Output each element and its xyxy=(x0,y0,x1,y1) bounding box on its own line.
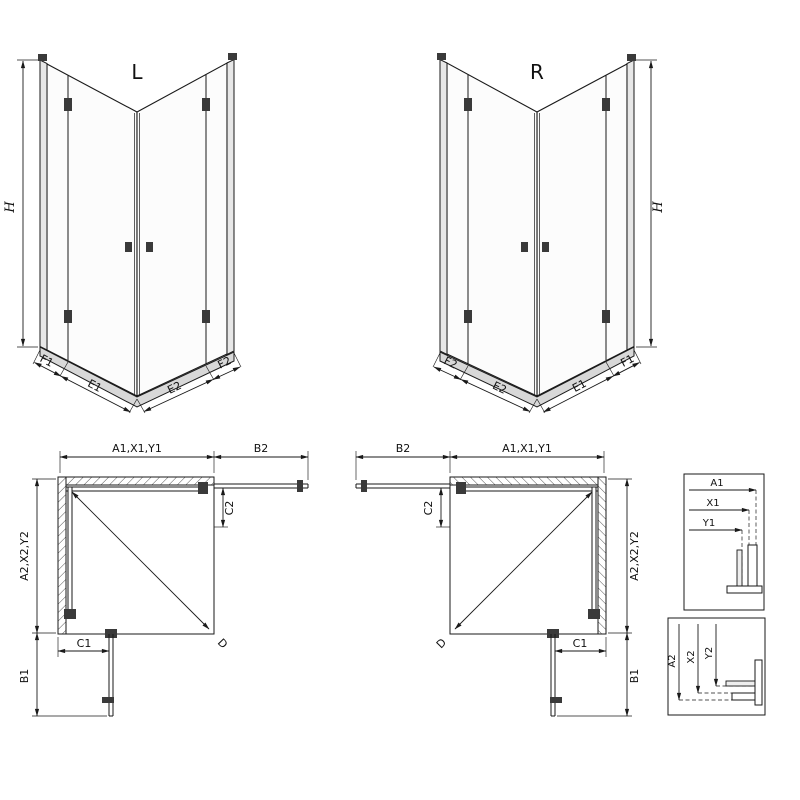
dim-label-h-right: H xyxy=(651,201,666,214)
door-handle-icon xyxy=(125,242,132,252)
wall-section-top xyxy=(57,476,215,486)
detail-frame xyxy=(667,617,766,716)
detail-label-a2: A2 xyxy=(667,654,678,667)
glass-section xyxy=(736,549,743,591)
view-label-left: L xyxy=(131,60,143,84)
hinge-icon xyxy=(198,482,208,494)
shower-tray xyxy=(39,346,235,408)
dim-label-a2-plan-left: A2,X2,Y2 xyxy=(18,531,31,581)
dim-label-f2-right: F2 xyxy=(442,354,460,372)
extension-line xyxy=(32,349,41,365)
dimension-line-f2 xyxy=(212,366,241,380)
dim-label-h-left: H xyxy=(3,201,18,214)
glass-plan-side xyxy=(67,486,73,616)
dimension-line-d xyxy=(71,491,210,630)
hinge-icon xyxy=(64,609,76,619)
dimension-line-e1 xyxy=(60,375,131,413)
dim-label-e2-left: E2 xyxy=(165,379,183,397)
profile-base xyxy=(754,659,763,706)
dim-label-e2-right: E2 xyxy=(490,379,508,397)
profile-base xyxy=(726,585,763,594)
detail-label-a1: A1 xyxy=(710,478,723,489)
wall-section-side xyxy=(57,476,67,635)
detail-label-y2: Y2 xyxy=(704,647,715,660)
detail-box-top xyxy=(683,473,765,611)
dim-label-c2-plan-left: C2 xyxy=(223,501,236,516)
hinge-icon xyxy=(202,310,210,323)
dim-label-e1-left: E1 xyxy=(85,377,103,395)
dim-label-c2-plan-right: C2 xyxy=(422,501,435,516)
door-handle-icon xyxy=(102,697,114,703)
detail-label-y1: Y1 xyxy=(702,518,715,529)
dim-label-f1-right: F1 xyxy=(618,352,636,370)
plan-view-right-geometry xyxy=(356,451,632,716)
dimension-line-f1 xyxy=(34,362,62,377)
perspective-view-geometry xyxy=(17,53,242,414)
dimension-line-e2 xyxy=(143,379,214,412)
glass-plan-top xyxy=(65,486,205,492)
dim-label-b2-plan-right: B2 xyxy=(396,442,411,455)
detail-frame xyxy=(683,473,765,611)
dim-label-a1-plan-right: A1,X1,Y1 xyxy=(502,442,552,455)
dim-label-f2-left: F2 xyxy=(216,354,234,372)
hinge-icon xyxy=(105,629,117,638)
glass-panel-right xyxy=(136,62,228,397)
detail-box-bottom xyxy=(667,617,766,716)
dim-label-d-plan-right: D xyxy=(434,636,449,651)
hinge-icon xyxy=(202,98,210,111)
dim-label-a2-plan-right: A2,X2,Y2 xyxy=(628,531,641,581)
extension-line xyxy=(233,352,242,368)
view-label-right: R xyxy=(530,60,544,84)
door-handle-icon xyxy=(297,480,303,492)
detail-label-x1: X1 xyxy=(706,498,719,509)
dim-label-d-plan-left: D xyxy=(215,636,230,651)
glass-panel-left xyxy=(46,63,138,397)
hinge-icon xyxy=(64,310,72,323)
dim-label-c1-plan-left: C1 xyxy=(77,637,92,650)
dim-label-c1-plan-right: C1 xyxy=(573,637,588,650)
dim-label-f1-left: F1 xyxy=(38,352,56,370)
wall-profile-left xyxy=(39,59,48,351)
dim-label-b1-plan-right: B1 xyxy=(628,669,641,684)
wall-profile-right xyxy=(226,58,235,356)
wall-bracket-icon xyxy=(38,54,47,61)
dim-label-b1-plan-left: B1 xyxy=(18,669,31,684)
wall-bracket-icon xyxy=(228,53,237,60)
hinge-icon xyxy=(64,98,72,111)
dim-label-e1-right: E1 xyxy=(570,377,588,395)
detail-label-x2: X2 xyxy=(686,650,697,663)
dim-label-b2-plan-left: B2 xyxy=(254,442,269,455)
door-handle-icon xyxy=(146,242,153,252)
dim-label-a1-plan-left: A1,X1,Y1 xyxy=(112,442,162,455)
plan-view-geometry xyxy=(32,451,309,717)
